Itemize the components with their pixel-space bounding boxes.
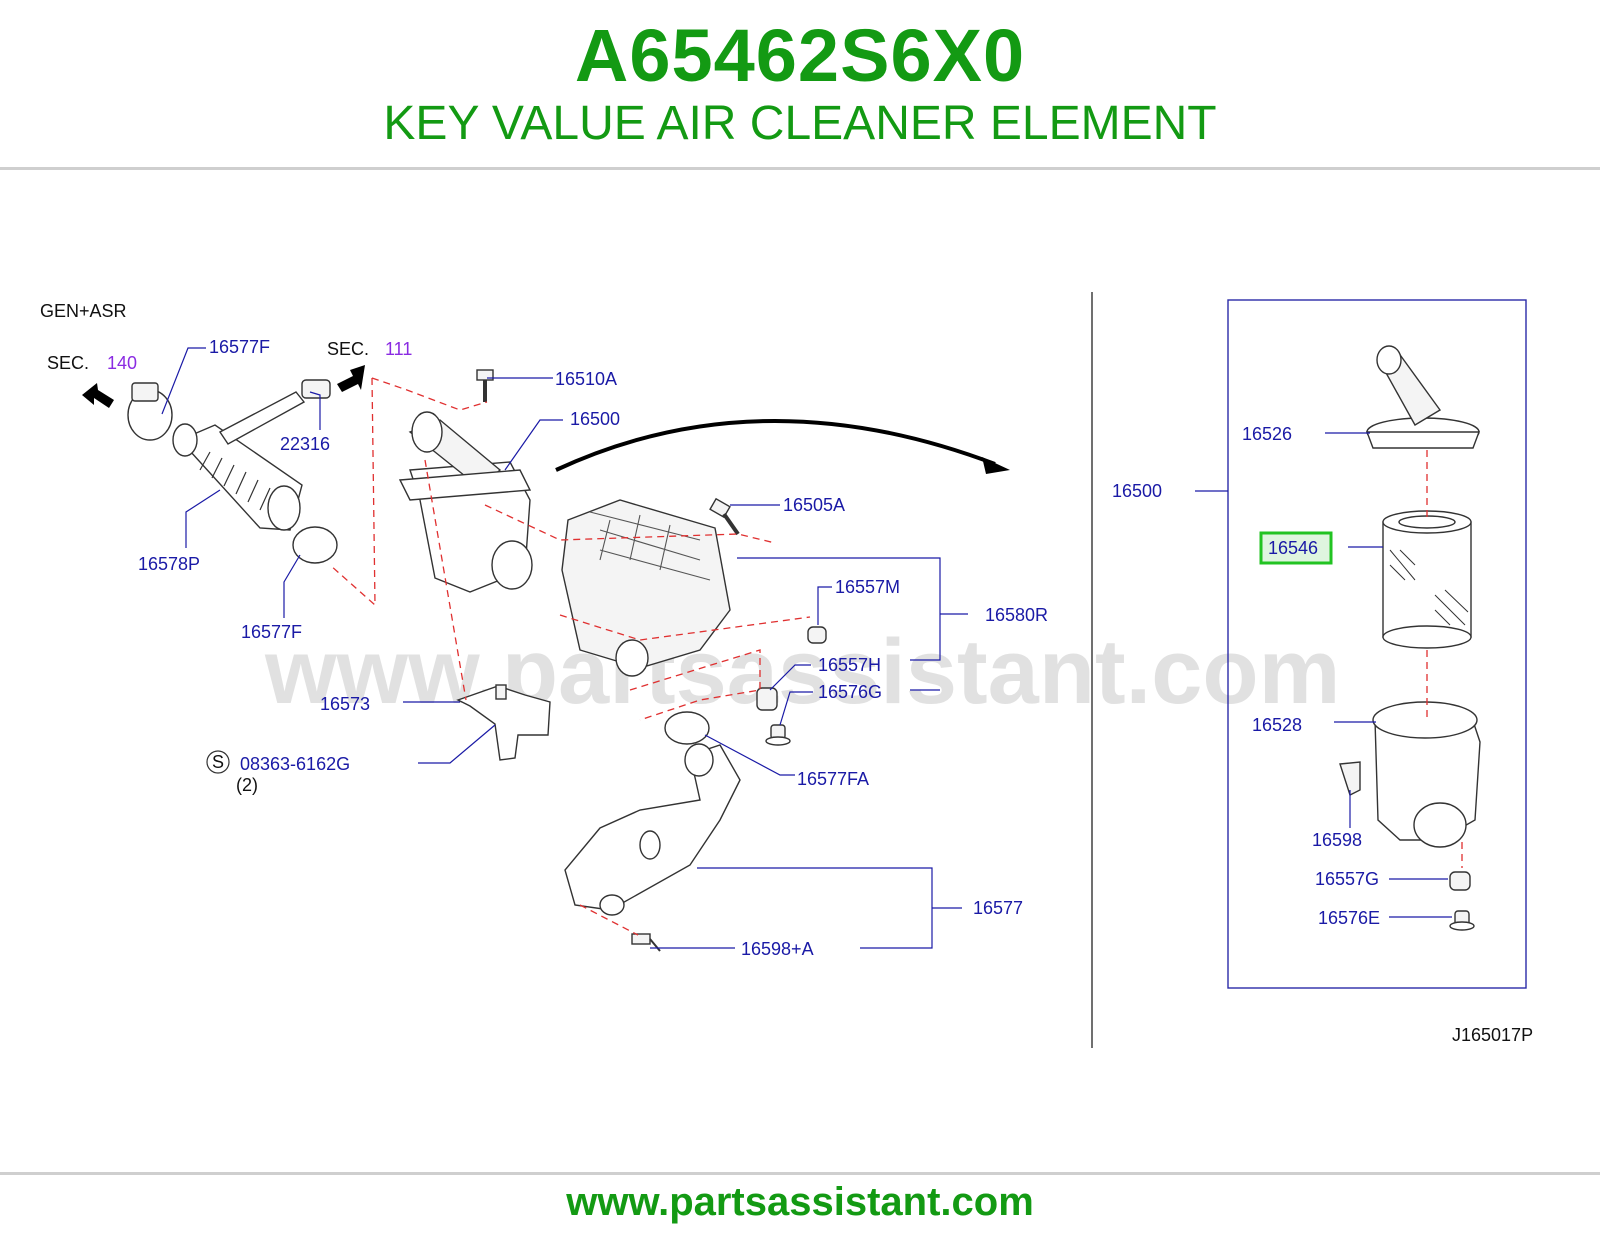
- bolt-16505A: [709, 497, 740, 536]
- callout-16505A[interactable]: 16505A: [783, 495, 845, 515]
- callout-16598[interactable]: 16598: [1312, 830, 1362, 850]
- dash-line-detail: [1426, 450, 1463, 868]
- dash-line-1: [371, 377, 488, 411]
- arrow-sec111-icon: [337, 365, 365, 392]
- hose-16578P: [172, 423, 303, 531]
- tube-22316: [218, 379, 331, 445]
- watermark: www.partsassistant.com: [264, 621, 1340, 723]
- dash-line-3: [424, 459, 467, 701]
- sec-ref-111[interactable]: 111: [385, 339, 412, 359]
- callout-16573[interactable]: 16573: [320, 694, 370, 714]
- sec-prefix-a: SEC.: [47, 353, 89, 373]
- callout-16500[interactable]: 16500: [570, 409, 620, 429]
- footer-url[interactable]: www.partsassistant.com: [566, 1180, 1034, 1224]
- curved-arrow: [555, 419, 996, 472]
- dash-line-5: [559, 614, 811, 641]
- bracket-16573: [456, 684, 551, 761]
- callout-16557M[interactable]: 16557M: [835, 577, 900, 597]
- air-cleaner-16500: [398, 411, 533, 593]
- sec-ref-140[interactable]: 140: [107, 353, 137, 373]
- callout-16510A[interactable]: 16510A: [555, 369, 617, 389]
- clamp-16577F-bottom: [292, 526, 338, 564]
- callout-08363-qty: (2): [236, 775, 258, 795]
- standard-part-symbol: [206, 750, 230, 774]
- figure-code: J165017P: [1452, 1025, 1533, 1045]
- callout-16557G[interactable]: 16557G: [1315, 869, 1379, 889]
- housing-16528: [1339, 701, 1481, 848]
- grommet-16557M: [807, 626, 827, 644]
- callout-16577FA[interactable]: 16577FA: [797, 769, 869, 789]
- filter-element-16546: [1382, 510, 1472, 649]
- grommet-16576G: [765, 724, 791, 746]
- callout-16576E[interactable]: 16576E: [1318, 908, 1380, 928]
- callout-16557H[interactable]: 16557H: [818, 655, 881, 675]
- detail-box: [1227, 299, 1527, 989]
- duct-16577: [564, 743, 741, 916]
- variant-label: GEN+ASR: [40, 301, 127, 321]
- cover-16526: [1365, 345, 1481, 449]
- leader-lines: [161, 347, 1452, 949]
- grommet-16557H: [756, 687, 778, 711]
- callout-16528[interactable]: 16528: [1252, 715, 1302, 735]
- callout-16598A[interactable]: 16598+A: [741, 939, 814, 959]
- arrow-sec140-icon: [82, 383, 114, 408]
- resonator-16580R: [561, 499, 731, 677]
- callout-08363-6162G[interactable]: 08363-6162G: [240, 754, 350, 774]
- callout-16580R[interactable]: 16580R: [985, 605, 1048, 625]
- grommet-16576E: [1449, 910, 1475, 931]
- footer-divider: [0, 1172, 1600, 1175]
- standard-part-letter: S: [212, 752, 224, 772]
- dash-line-2: [329, 377, 376, 607]
- dash-line-4: [484, 504, 776, 544]
- part-description: KEY VALUE AIR CLEANER ELEMENT: [383, 97, 1217, 150]
- dash-line-6: [629, 649, 761, 721]
- clamp-16577FA: [664, 711, 710, 745]
- dash-line-7: [579, 904, 639, 936]
- callout-16500-detail[interactable]: 16500: [1112, 481, 1162, 501]
- callout-16577F-top[interactable]: 16577F: [209, 337, 270, 357]
- grommet-16557G: [1449, 871, 1471, 891]
- header-divider: [0, 167, 1600, 170]
- callout-16526[interactable]: 16526: [1242, 424, 1292, 444]
- curved-arrow-head-icon: [982, 457, 1010, 474]
- callout-16546-highlighted[interactable]: 16546: [1268, 538, 1318, 558]
- highlight-box: [1259, 531, 1333, 565]
- callout-16576G[interactable]: 16576G: [818, 682, 882, 702]
- callout-16578P[interactable]: 16578P: [138, 554, 200, 574]
- callout-16577F-bottom[interactable]: 16577F: [241, 622, 302, 642]
- callout-16577[interactable]: 16577: [973, 898, 1023, 918]
- callout-22316[interactable]: 22316: [280, 434, 330, 454]
- bolt-16510A: [476, 369, 494, 402]
- sensor-16598A: [631, 933, 661, 952]
- clamp-16577F-top: [127, 382, 173, 441]
- sec-prefix-b: SEC.: [327, 339, 369, 359]
- part-number-title: A65462S6X0: [574, 14, 1026, 97]
